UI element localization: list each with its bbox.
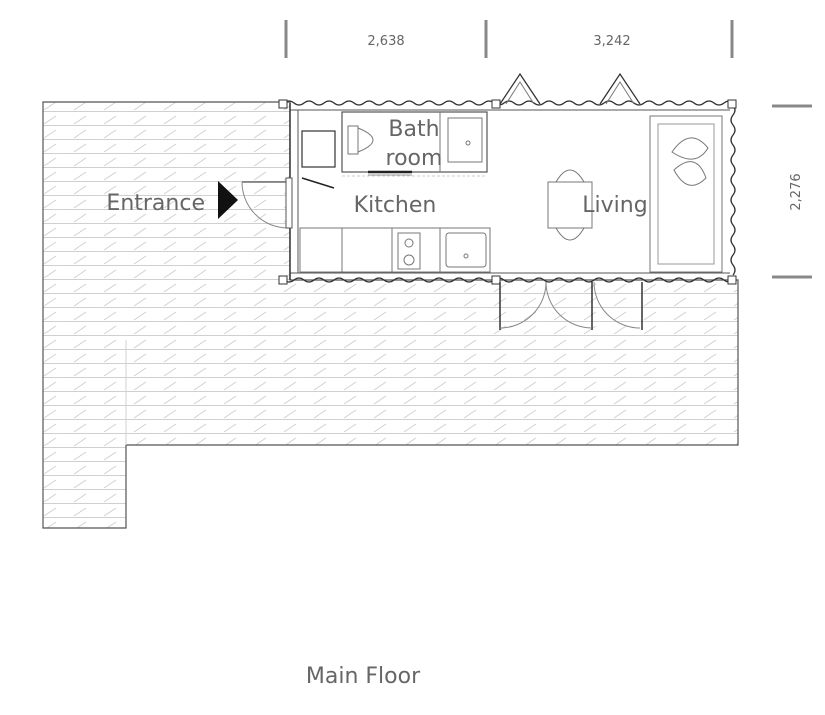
window-awning-1	[499, 72, 541, 105]
container-interior	[290, 103, 734, 279]
corner-post-bottom-right	[727, 275, 737, 285]
sofa-seat	[657, 123, 715, 265]
container-bottom-wall	[283, 277, 735, 283]
bathroom-label-line1: Bath	[388, 117, 439, 142]
cooktop	[397, 232, 421, 270]
bottom-door-swing-1	[499, 281, 547, 329]
corner-post-top-right	[727, 99, 737, 109]
dimension-top-left: 2,638	[367, 34, 404, 49]
bathroom-outline	[341, 111, 488, 173]
mid-post-top	[491, 99, 501, 109]
toilet-bowl	[357, 127, 374, 153]
container-top-wall	[283, 100, 735, 106]
chair-top	[555, 169, 585, 183]
entrance-door-frame	[285, 177, 293, 229]
kitchen-label: Kitchen	[354, 193, 437, 218]
kitchen-partition-stroke	[301, 177, 335, 189]
bath-sink-drain	[465, 140, 471, 146]
window-awning-2-inner	[605, 81, 635, 105]
bottom-door-swing-3	[593, 281, 641, 329]
window-awning-2	[599, 72, 641, 105]
entrance-label: Entrance	[106, 191, 205, 216]
floor-caption: Main Floor	[306, 664, 421, 689]
corner-post-top-left	[278, 99, 288, 109]
bathroom-label-line2: room	[386, 146, 443, 171]
cushion-1	[671, 137, 709, 160]
burner-2	[403, 254, 415, 266]
mid-post-bottom	[491, 275, 501, 285]
bottom-door-swing-2	[545, 281, 593, 329]
chair-bottom	[555, 227, 585, 241]
dining-table	[547, 181, 593, 229]
dimension-top-right: 3,242	[593, 34, 630, 49]
triangle-arrow-right-icon	[218, 181, 238, 219]
sofa-back	[649, 115, 723, 273]
corner-post-bottom-left	[278, 275, 288, 285]
dimension-side: 2,276	[789, 173, 804, 210]
entrance-door-swing	[241, 181, 289, 229]
container-right-wall	[730, 104, 736, 276]
living-label: Living	[582, 193, 647, 218]
toilet-tank	[347, 125, 359, 155]
kitchen-sink	[445, 232, 487, 268]
kitchen-sink-drain	[463, 253, 469, 259]
cushion-2	[673, 161, 707, 186]
window-awning-1-inner	[505, 81, 535, 105]
bath-sink	[447, 117, 483, 163]
kitchen-counter	[299, 227, 491, 273]
fridge	[301, 130, 336, 168]
burner-1	[404, 238, 414, 248]
